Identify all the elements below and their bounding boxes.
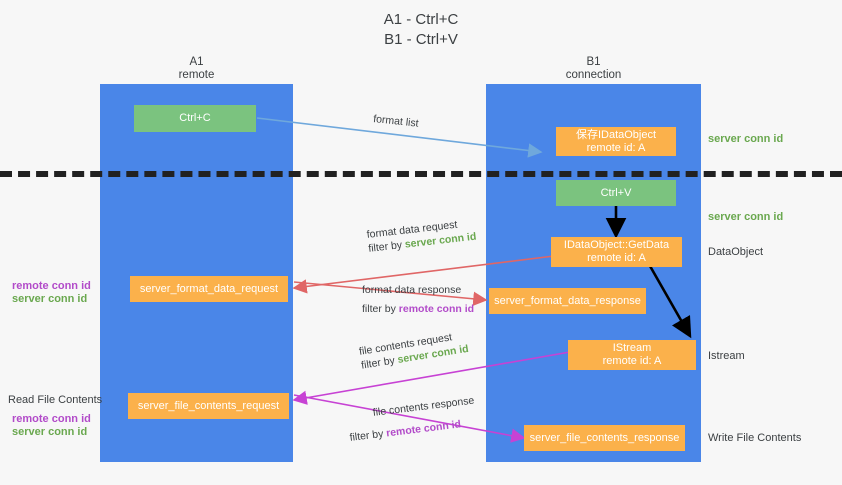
lane-header-b1: B1 connection — [565, 56, 622, 81]
node-server-format-data-request[interactable]: server_format_data_request — [130, 276, 288, 302]
wire-label-format-data-request: format data request filter by server con… — [366, 216, 477, 256]
wire-label-file-contents-response-line2: filter by remote conn id — [349, 415, 478, 445]
page-title: A1 - Ctrl+C B1 - Ctrl+V — [383, 11, 459, 48]
label-right-server-conn-id-1: server conn id — [708, 133, 784, 145]
wire-label-format-list: format list — [373, 112, 420, 131]
label-left-server-conn-id-1: server conn id — [12, 293, 88, 305]
wire-label-file-contents-response: file contents response filter by remote … — [349, 394, 478, 444]
wire-label-file-contents-request: file contents request filter by server c… — [358, 328, 470, 373]
filter-value-remote-conn-id: remote conn id — [385, 418, 462, 440]
label-left-read-file-contents: Read File Contents — [8, 394, 103, 406]
filter-prefix: filter by — [362, 303, 399, 315]
label-right-istream: Istream — [708, 350, 745, 362]
label-left-server-conn-id-2: server conn id — [12, 426, 88, 438]
label-right-server-conn-id-2: server conn id — [708, 211, 784, 223]
wire-label-file-contents-response-line1: file contents response — [372, 394, 475, 419]
wire-label-format-data-response: format data response filter by remote co… — [362, 283, 474, 316]
node-server-format-data-response[interactable]: server_format_data_response — [489, 288, 646, 314]
filter-prefix: filter by — [348, 427, 387, 444]
wire-label-format-list-text: format list — [372, 112, 420, 130]
node-server-file-contents-request[interactable]: server_file_contents_request — [128, 393, 289, 419]
label-right-dataobject: DataObject — [708, 246, 764, 258]
wire-label-format-data-response-line2: filter by remote conn id — [362, 302, 474, 316]
lane-header-a1: A1 remote — [178, 56, 215, 81]
node-ctrl-c[interactable]: Ctrl+C — [134, 105, 256, 132]
node-istream[interactable]: IStream remote id: A — [568, 340, 696, 370]
filter-prefix: filter by — [367, 238, 406, 255]
label-right-write-file-contents: Write File Contents — [708, 432, 802, 444]
filter-value-remote-conn-id: remote conn id — [398, 303, 475, 315]
label-left-remote-conn-id-2: remote conn id — [12, 413, 91, 425]
label-left-remote-conn-id-1: remote conn id — [12, 280, 91, 292]
node-server-file-contents-response[interactable]: server_file_contents_response — [524, 425, 685, 451]
node-ctrl-v[interactable]: Ctrl+V — [556, 180, 676, 206]
wire-label-format-data-response-line1: format data response — [362, 284, 462, 296]
node-save-idataobject[interactable]: 保存IDataObject remote id: A — [556, 127, 676, 156]
node-idataobject-getdata[interactable]: IDataObject::GetData remote id: A — [551, 237, 682, 267]
divider-dashed — [0, 171, 842, 177]
